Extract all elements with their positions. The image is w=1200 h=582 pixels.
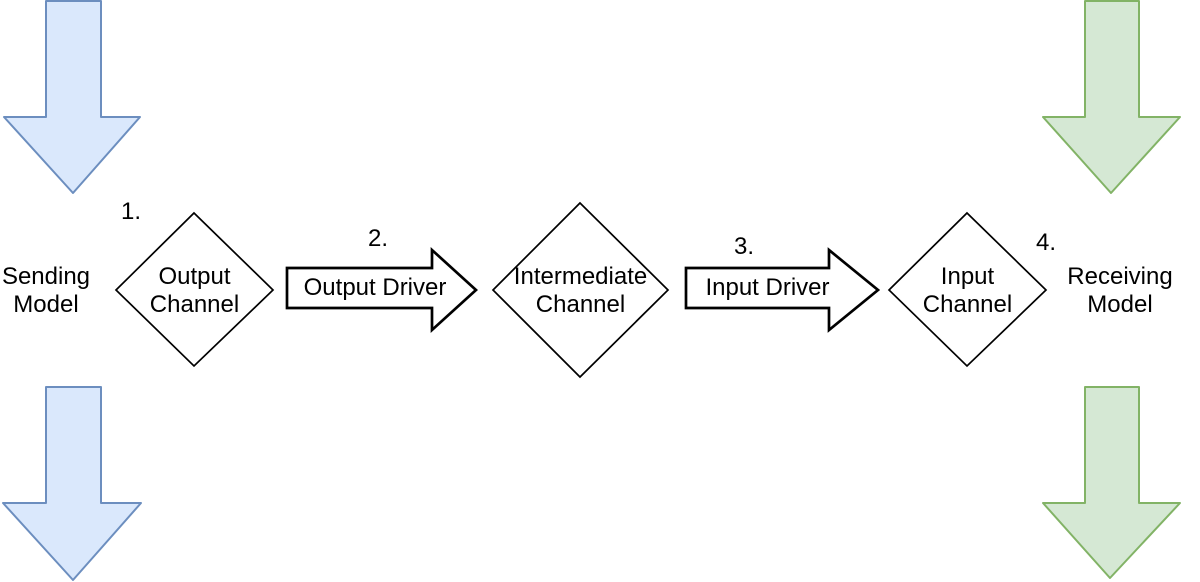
input-driver-arrow bbox=[684, 247, 881, 333]
intermediate-channel-label: Intermediate Channel bbox=[513, 263, 648, 318]
input-channel-label: Input Channel bbox=[922, 263, 1013, 318]
step-1-label: 1. bbox=[120, 198, 141, 225]
output-driver-label: Output Driver bbox=[303, 274, 447, 301]
step-4-label: 4. bbox=[1035, 229, 1056, 256]
sending-model-label: Sending Model bbox=[1, 263, 91, 318]
receiving-model-label: Receiving Model bbox=[1067, 263, 1173, 318]
input-channel-diamond bbox=[887, 211, 1048, 368]
blue-down-arrow-top-left-icon bbox=[3, 0, 141, 194]
input-driver-label: Input Driver bbox=[705, 274, 830, 301]
green-down-arrow-top-right-icon bbox=[1042, 0, 1181, 194]
green-down-arrow-bottom-right-icon bbox=[1042, 386, 1181, 579]
output-channel-label: Output Channel bbox=[149, 263, 240, 318]
output-channel-diamond bbox=[114, 211, 275, 368]
intermediate-channel-diamond bbox=[491, 201, 670, 379]
blue-down-arrow-bottom-left-icon bbox=[2, 386, 142, 581]
step-2-label: 2. bbox=[367, 225, 388, 252]
step-3-label: 3. bbox=[733, 233, 754, 260]
output-driver-arrow bbox=[285, 246, 479, 334]
